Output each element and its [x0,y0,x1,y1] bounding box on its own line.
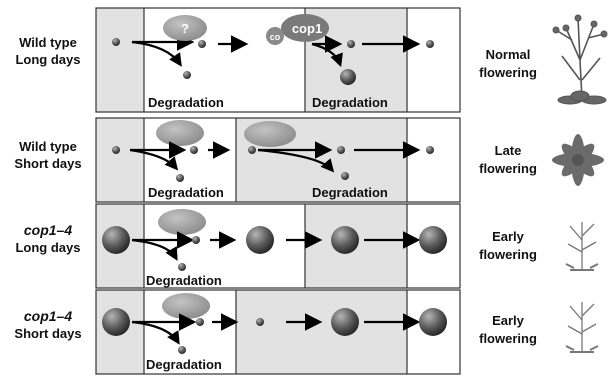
degradation-label: Degradation [312,185,388,200]
co-label: co [270,32,281,42]
degradation-label: Degradation [148,185,224,200]
row-2-pathway: Degradation Degradation [112,120,434,200]
plant-small-icon-2 [565,302,599,353]
plant-tall-icon [552,14,608,105]
row-label-3: cop1–4 Long days [15,222,81,255]
row-4-pathway: Degradation [102,293,447,372]
plant-rosette-icon [552,134,604,186]
phenotype-label-2: Late flowering [479,143,537,176]
degradation-label: Degradation [146,357,222,372]
co-protein-small [112,38,120,46]
phenotype-label-1: Normal flowering [479,47,537,80]
degradation-label: Degradation [148,95,224,110]
unknown-factor-ellipse [163,15,207,41]
plant-small-icon-1 [565,222,599,271]
phenotype-label-4: Early flowering [479,313,537,346]
cop1-ellipse [281,14,329,42]
row-label-2: Wild type Short days [14,139,82,171]
unknown-factor-label: ? [181,21,189,36]
co-circle [266,27,284,45]
row-label-4: cop1–4 Short days [14,308,82,341]
row-1-pathway: ? Degradation cop1 co Degradation [112,14,434,110]
row-4-cells [96,290,460,374]
row-label-1: Wild type Long days [15,35,81,67]
degradation-label: Degradation [312,95,388,110]
cop1-label: cop1 [292,21,322,36]
row-3-pathway: Degradation [102,209,447,288]
degradation-label: Degradation [146,273,222,288]
phenotype-label-3: Early flowering [479,229,537,262]
